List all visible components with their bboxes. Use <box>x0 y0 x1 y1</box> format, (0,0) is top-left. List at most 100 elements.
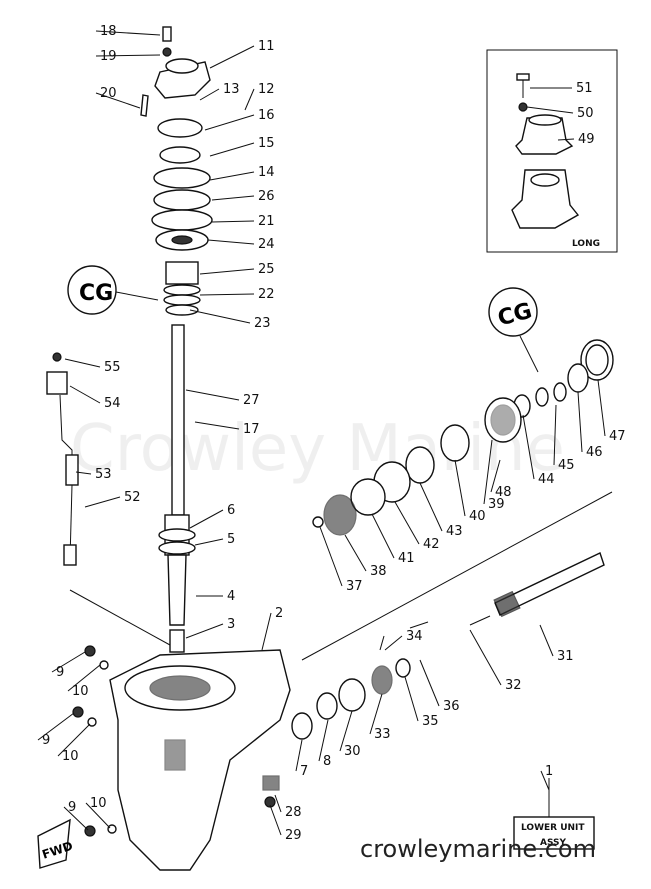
part-label-41: 41 <box>398 551 415 566</box>
inset-long-label: LONG <box>572 239 600 249</box>
leader-line-54 <box>69 385 101 404</box>
leader-line-22 <box>199 293 255 296</box>
part-label-33: 33 <box>374 727 391 742</box>
leader-line-36 <box>419 659 440 707</box>
part-label-52: 52 <box>124 490 141 505</box>
part-label-20: 20 <box>100 86 117 101</box>
leader-line-43 <box>419 482 443 532</box>
leader-line-9c <box>63 806 89 831</box>
part-label-47: 47 <box>609 429 626 444</box>
gear-train <box>312 339 614 536</box>
leader-line-13 <box>199 88 220 101</box>
part-label-24: 24 <box>258 237 275 252</box>
reverse-gear-set <box>262 621 429 808</box>
part-label-18: 18 <box>100 24 117 39</box>
leader-line-17 <box>194 421 240 430</box>
part-label-8: 8 <box>323 754 331 769</box>
svg-text:ASSY: ASSY <box>540 838 567 848</box>
lower-unit-housing <box>109 649 291 871</box>
svg-text:CG: CG <box>79 281 113 306</box>
leader-line-49 <box>557 138 575 141</box>
part-label-10c: 10 <box>90 796 107 811</box>
part-label-29: 29 <box>285 828 302 843</box>
leader-line-40 <box>454 459 466 517</box>
leader-line-25 <box>199 268 255 275</box>
part-label-13: 13 <box>223 82 240 97</box>
leader-line-27 <box>185 389 240 401</box>
part-label-40: 40 <box>469 509 486 524</box>
part-label-43: 43 <box>446 524 463 539</box>
part-label-7: 7 <box>300 764 308 779</box>
part-label-19: 19 <box>100 49 117 64</box>
leader-line-48 <box>490 459 501 493</box>
part-label-50: 50 <box>577 106 594 121</box>
inset-long-shaft-box: LONG <box>486 49 618 253</box>
part-label-1: 1 <box>545 764 553 779</box>
part-label-5: 5 <box>227 532 235 547</box>
propeller-shaft <box>301 491 613 661</box>
part-label-25: 25 <box>258 262 275 277</box>
lower-unit-tag: LOWER UNIT ASSY <box>513 778 595 850</box>
driveshaft <box>158 324 196 653</box>
leader-line-37 <box>319 526 343 587</box>
leader-line-6 <box>189 509 224 529</box>
leader-line-44 <box>522 414 535 480</box>
part-label-23: 23 <box>254 316 271 331</box>
shift-rod-assembly <box>46 352 79 566</box>
leader-line-47 <box>597 379 606 437</box>
part-label-39: 39 <box>488 497 505 512</box>
leader-line-15 <box>209 142 255 157</box>
part-label-49: 49 <box>578 132 595 147</box>
part-label-30: 30 <box>344 744 361 759</box>
part-label-44: 44 <box>538 472 555 487</box>
leader-line-35 <box>404 676 419 722</box>
leader-line-9b <box>37 712 75 741</box>
leader-line-23 <box>189 309 251 324</box>
cg-badge-right: CG <box>488 287 539 373</box>
part-label-32: 32 <box>505 678 522 693</box>
part-label-11: 11 <box>258 39 275 54</box>
leader-line-18 <box>95 30 161 36</box>
leader-line-29 <box>269 804 282 836</box>
part-label-9c: 9 <box>68 800 76 815</box>
leader-line-5 <box>194 538 224 546</box>
part-label-22: 22 <box>258 287 275 302</box>
leader-line-20 <box>95 92 141 109</box>
part-label-2: 2 <box>275 606 283 621</box>
part-label-10b: 10 <box>62 749 79 764</box>
leader-line-39 <box>483 439 493 505</box>
leader-line-21 <box>211 220 255 223</box>
fwd-arrow: FWD <box>37 818 75 869</box>
site-url: crowleymarine.com <box>360 835 596 863</box>
leader-line-53 <box>75 471 92 475</box>
part-label-34: 34 <box>406 629 423 644</box>
part-label-42: 42 <box>423 537 440 552</box>
leader-line-7 <box>295 739 303 772</box>
leader-line-26 <box>211 195 255 201</box>
leader-line-32 <box>469 629 502 686</box>
leader-line-16 <box>204 114 255 131</box>
leader-line-34 <box>384 635 403 651</box>
watermark: Crowley Marine <box>70 412 565 486</box>
cg-badge-left: CG <box>67 265 159 315</box>
part-label-55: 55 <box>104 360 121 375</box>
part-label-16: 16 <box>258 108 275 123</box>
part-label-37: 37 <box>346 579 363 594</box>
water-pump-assembly <box>140 26 213 316</box>
part-label-54: 54 <box>104 396 121 411</box>
part-label-36: 36 <box>443 699 460 714</box>
part-label-6: 6 <box>227 503 235 518</box>
leader-line-10c <box>85 802 111 829</box>
leader-line-30 <box>339 710 353 752</box>
part-label-17: 17 <box>243 422 260 437</box>
part-label-31: 31 <box>557 649 574 664</box>
leader-line-12 <box>244 88 255 111</box>
part-label-21: 21 <box>258 214 275 229</box>
leader-line-2 <box>261 612 272 651</box>
part-label-9b: 9 <box>42 733 50 748</box>
svg-text:LOWER UNIT: LOWER UNIT <box>521 823 585 833</box>
leader-line-41 <box>371 513 395 559</box>
part-label-14: 14 <box>258 165 275 180</box>
